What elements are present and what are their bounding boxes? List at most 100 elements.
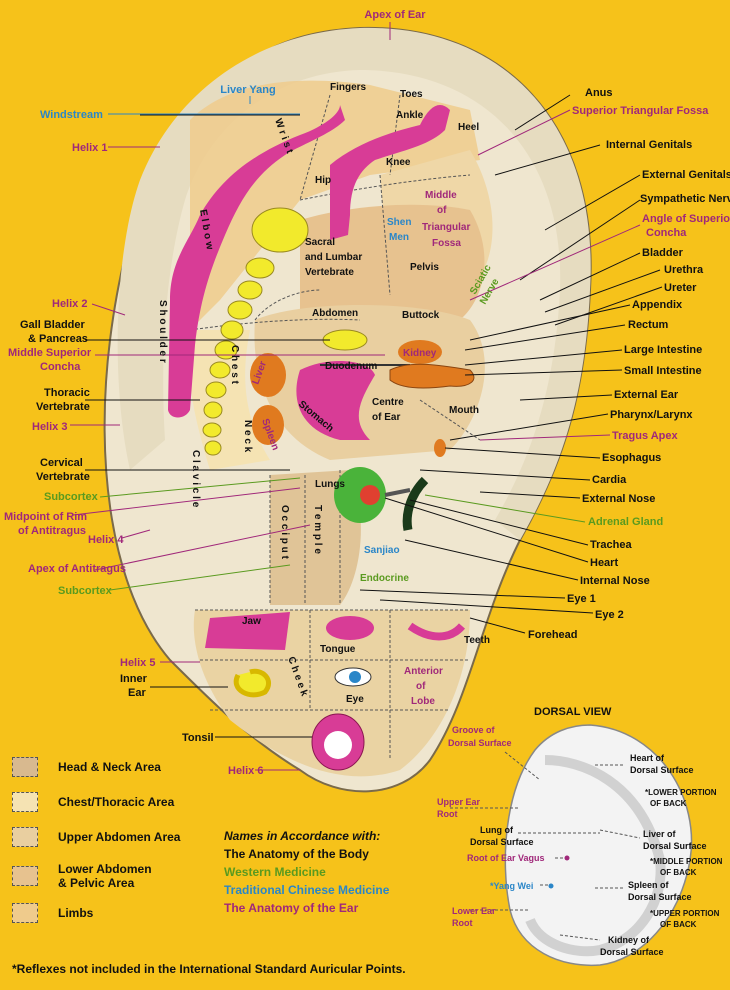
label-concha: Concha [40,361,81,373]
dorsal-upper-back-2: OF BACK [660,920,697,929]
label-rectum: Rectum [628,319,669,331]
names-tcm: Traditional Chinese Medicine [224,883,390,897]
label-thoracic-vertebrate: Vertebrate [36,401,90,413]
names-anatomy-body: The Anatomy of the Body [224,847,369,861]
esophagus-shape [434,439,446,457]
zone-knee: Knee [386,157,411,168]
label-internal-genitals: Internal Genitals [606,139,692,151]
footnote: *Reflexes not included in the Internatio… [12,962,406,976]
legend-label: Lower Abdomen & Pelvic Area [58,862,152,890]
zone-of-ear: of Ear [372,412,400,423]
label-large-intestine: Large Intestine [624,344,702,356]
dorsal-heart: Heart of [630,753,665,763]
legend-swatch [12,866,38,886]
label-ureter: Ureter [664,282,697,294]
label-bladder: Bladder [642,247,684,259]
dorsal-spleen-2: Dorsal Surface [628,892,692,902]
mouth-shape [326,616,374,640]
dorsal-root-vagus: Root of Ear Vagus [467,853,545,863]
label-subcortex-2: Subcortex [58,585,113,597]
zone-toes: Toes [400,89,423,100]
label-inner-ear: Ear [128,687,146,699]
label-angle-concha: Concha [646,227,687,239]
label-external-ear: External Ear [614,389,679,401]
legend-label-line2: & Pelvic Area [58,876,135,890]
dorsal-lower-ear-root: Root [452,918,473,928]
zone-labels: Fingers Toes Ankle Heel Knee Hip W r i s… [157,82,502,707]
dorsal-liver: Liver of [643,829,677,839]
dorsal-labels: Groove of Dorsal Surface Heart of Dorsal… [437,725,723,957]
adrenal-shape [402,476,429,531]
label-pharynx-larynx: Pharynx/Larynx [610,409,693,421]
label-appendix: Appendix [632,299,683,311]
zone-boundaries [189,94,481,760]
zone-fingers: Fingers [330,82,367,93]
label-thoracic: Thoracic [44,387,90,399]
arm-shape [168,105,345,418]
zone-shoulder: S h o u l d e r [157,300,168,363]
dorsal-groove: Groove of [452,725,496,735]
zone-lobe: Lobe [411,696,435,707]
dorsal-kidney: Kidney of [608,935,650,945]
zone-temple: T e m p l e [312,505,323,554]
zone-clavicle: C l a v i c l e [190,450,201,508]
zone-occiput: O c c i p u t [279,505,290,560]
kidney-shape [398,340,442,364]
label-apex-of-ear: Apex of Ear [364,9,426,21]
labels-group: Apex of Ear Liver Yang Windstream Helix … [4,9,730,777]
zone-of-lobe: of [416,681,426,692]
label-helix-5: Helix 5 [120,657,155,669]
names-legend: Names in Accordance with: The Anatomy of… [224,827,389,917]
label-windstream: Windstream [40,109,103,121]
legend-swatch [12,792,38,812]
dorsal-lower-ear: Lower Ear [452,906,496,916]
zone-buttock: Buttock [402,310,440,321]
label-anus: Anus [585,87,613,99]
zone-anterior: Anterior [404,666,443,677]
label-helix-2: Helix 2 [52,298,87,310]
zone-sacral: Sacral [305,237,335,248]
zone-duodenum: Duodenum [325,361,377,372]
leader-lines [85,94,663,738]
label-sympathetic-nerve: Sympathetic Nerve [640,193,730,205]
label-inner: Inner [120,673,148,685]
dorsal-upper-ear: Upper Ear [437,797,481,807]
label-angle-of-superior: Angle of Superior [642,213,730,225]
label-subcortex-1: Subcortex [44,491,99,503]
zone-shen: Shen [387,217,411,228]
label-helix-1: Helix 1 [72,142,107,154]
label-external-genitals: External Genitals [642,169,730,181]
teeth-shape [407,622,466,641]
zone-pelvis: Pelvis [410,262,439,273]
zone-kidney: Kidney [403,348,437,359]
legend-chest: Chest/Thoracic Area [12,792,174,812]
spine-shape [202,207,309,456]
label-helix-6: Helix 6 [228,765,263,777]
label-pancreas: & Pancreas [28,333,88,345]
label-adrenal-gland: Adrenal Gland [588,516,663,528]
zone-and-lumbar: and Lumbar [305,252,362,263]
zone-pelvic [300,204,485,330]
dorsal-lung: Lung of [480,825,514,835]
legend-label: Limbs [58,906,94,920]
zone-abdomen: Abdomen [312,308,358,319]
liver-shape [250,353,286,397]
label-gall-bladder: Gall Bladder [20,319,86,331]
zone-vertebrate: Vertebrate [305,267,354,278]
names-western: Western Medicine [224,865,326,879]
zone-head-lobe [193,610,471,777]
zone-neck: N e c k [242,420,253,453]
dorsal-liver-2: Dorsal Surface [643,841,707,851]
dorsal-lower-back: *LOWER PORTION [645,788,717,797]
label-helix-3: Helix 3 [32,421,67,433]
legend-label: Upper Abdomen Area [58,830,181,844]
dorsal-yang-wei: *Yang Wei [490,881,533,891]
label-apex-of-antitragus: Apex of Antitragus [28,563,126,575]
dorsal-heart-2: Dorsal Surface [630,765,694,775]
label-tragus-apex: Tragus Apex [612,430,678,442]
legend-label: Chest/Thoracic Area [58,795,175,809]
dorsal-ear-outline [504,724,693,967]
label-esophagus: Esophagus [602,452,661,464]
zone-heel: Heel [458,122,479,133]
